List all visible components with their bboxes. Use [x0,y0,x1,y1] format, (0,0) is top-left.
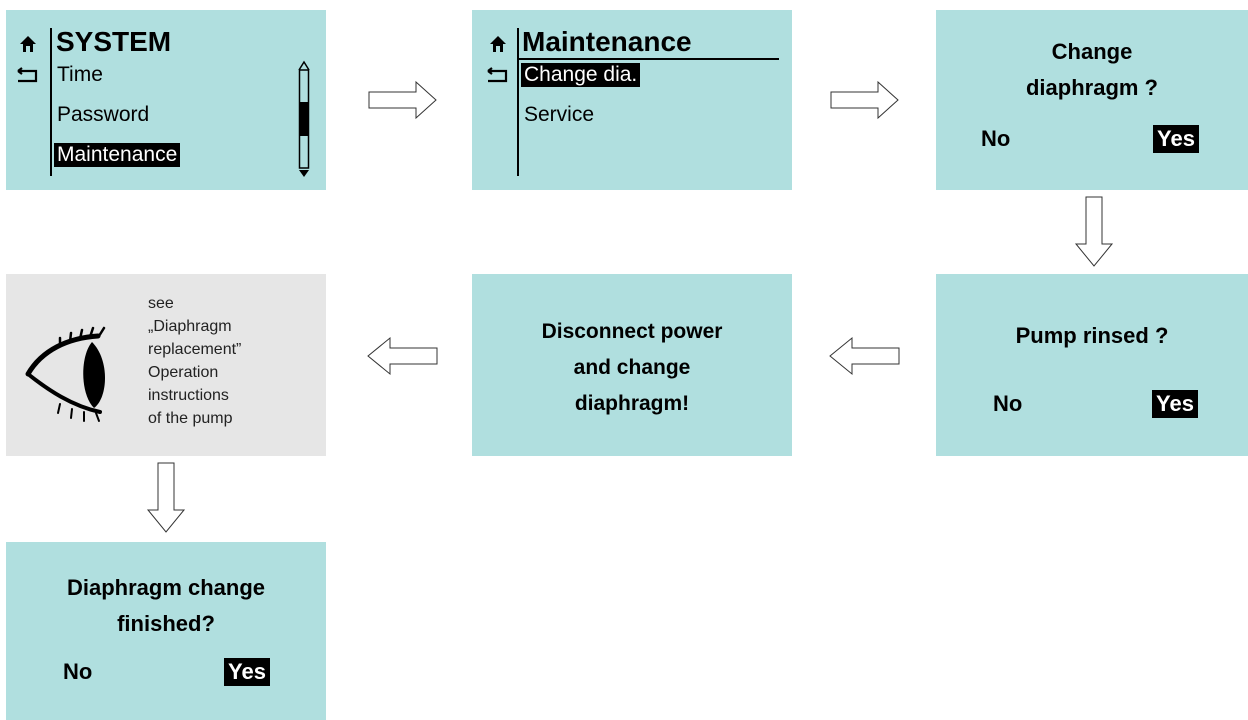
arrow-down-icon [1074,196,1114,267]
see-text-line: „Diaphragm [148,318,232,335]
dialog-question-line2: diaphragm ? [1025,75,1158,100]
no-option[interactable]: No [981,126,1011,151]
scrollbar[interactable] [297,60,311,180]
menu-divider [517,28,519,176]
see-text-line: replacement” [148,341,242,358]
arrow-left-icon [829,336,900,376]
menu-item-maintenance[interactable]: Maintenance [54,143,181,167]
no-option[interactable]: No [63,659,93,684]
menu-title: Maintenance [522,26,692,57]
yes-option[interactable]: Yes [1152,390,1198,418]
eye-icon [25,326,106,422]
back-icon[interactable] [16,67,38,83]
see-text-line: of the pump [148,410,233,427]
screen-change-diaphragm-dialog: Change diaphragm ? No Yes [936,10,1248,190]
no-option[interactable]: No [993,391,1023,416]
instruction-line2: and change [573,356,691,379]
dialog-question-line1: Diaphragm change [66,575,266,600]
arrow-right-icon [830,80,899,120]
arrow-left-icon [367,336,438,376]
dialog-question-line2: finished? [117,611,215,636]
instruction-line3: diaphragm! [574,392,690,415]
screen-change-finished-dialog: Diaphragm change finished? No Yes [6,542,326,720]
menu-title: SYSTEM [56,26,172,57]
screen-disconnect-power: Disconnect power and change diaphragm! [472,274,792,456]
home-icon [20,36,36,52]
arrow-down-icon [146,462,186,533]
menu-item-time[interactable]: Time [57,63,103,86]
yes-option[interactable]: Yes [1153,125,1199,153]
screen-maintenance-menu: Maintenance Change dia. Service [472,10,792,190]
see-text-line: instructions [148,387,229,404]
see-text-line: Operation [148,364,219,381]
title-underline [517,58,779,60]
home-icon [490,36,506,52]
arrow-right-icon [368,80,437,120]
menu-item-password[interactable]: Password [57,103,150,126]
info-see-manual: see „Diaphragm replacement” Operation in… [6,274,326,456]
screen-system-menu: SYSTEM Time Password Maintenance [6,10,326,190]
yes-option[interactable]: Yes [224,658,270,686]
menu-item-change-dia[interactable]: Change dia. [521,63,641,87]
dialog-question-line1: Change [1051,39,1133,64]
menu-item-service[interactable]: Service [524,103,595,126]
back-icon[interactable] [486,67,508,83]
screen-pump-rinsed-dialog: Pump rinsed ? No Yes [936,274,1248,456]
instruction-line1: Disconnect power [541,320,723,343]
dialog-question: Pump rinsed ? [1015,323,1169,348]
see-text-line: see [148,295,174,312]
menu-divider [50,28,52,176]
